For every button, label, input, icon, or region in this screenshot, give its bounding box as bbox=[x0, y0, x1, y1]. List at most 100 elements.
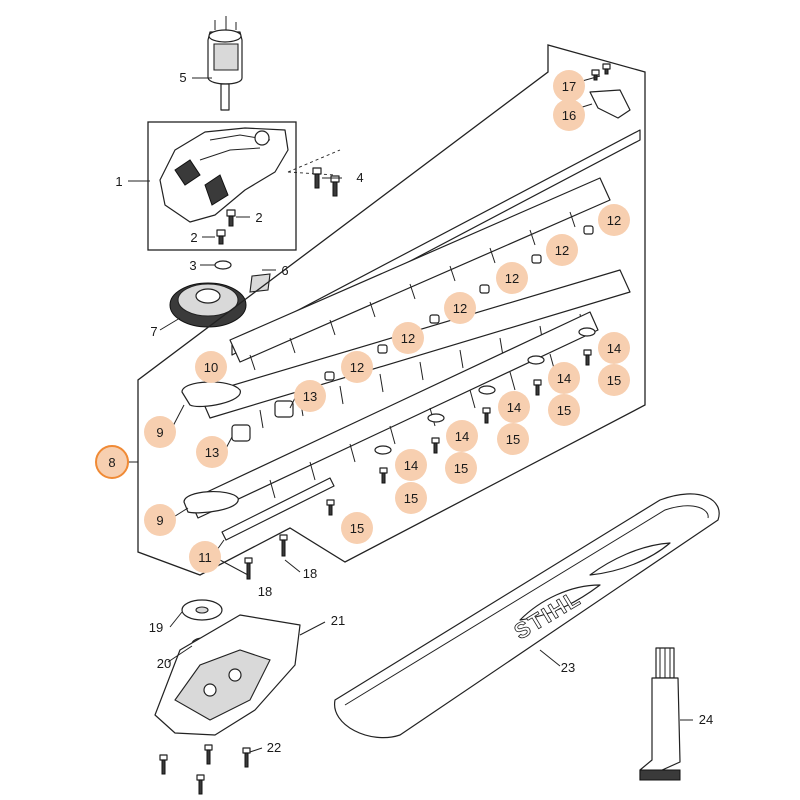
callout-16[interactable]: 16 bbox=[553, 99, 585, 131]
svg-text:23: 23 bbox=[561, 660, 575, 675]
callout-15a[interactable]: 15 bbox=[598, 364, 630, 396]
svg-text:19: 19 bbox=[149, 620, 163, 635]
callout-7[interactable]: 7 bbox=[150, 324, 157, 339]
svg-text:14: 14 bbox=[455, 429, 469, 444]
screws-15 bbox=[326, 349, 592, 516]
screw-2b bbox=[216, 229, 226, 245]
bar-11 bbox=[221, 477, 335, 541]
screw-4b bbox=[330, 175, 340, 197]
callout-5[interactable]: 5 bbox=[179, 70, 186, 85]
cover-16 bbox=[589, 89, 631, 119]
svg-text:20: 20 bbox=[157, 656, 171, 671]
callout-18a[interactable]: 18 bbox=[258, 584, 272, 599]
callout-13b[interactable]: 13 bbox=[196, 436, 228, 468]
svg-text:24: 24 bbox=[699, 712, 713, 727]
circlip-3 bbox=[214, 260, 232, 270]
callout-20[interactable]: 20 bbox=[157, 656, 171, 671]
callout-12e[interactable]: 12 bbox=[392, 322, 424, 354]
callout-8[interactable]: 8 bbox=[95, 445, 129, 479]
svg-text:12: 12 bbox=[607, 213, 621, 228]
blade-set-frame bbox=[137, 44, 646, 576]
callout-12b[interactable]: 12 bbox=[546, 234, 578, 266]
callout-15f[interactable]: 15 bbox=[341, 512, 373, 544]
washers-14 bbox=[374, 327, 596, 455]
svg-text:14: 14 bbox=[404, 458, 418, 473]
svg-text:18: 18 bbox=[258, 584, 272, 599]
svg-text:2: 2 bbox=[255, 210, 262, 225]
callout-18b[interactable]: 18 bbox=[303, 566, 317, 581]
svg-text:15: 15 bbox=[350, 521, 364, 536]
callout-14c[interactable]: 14 bbox=[498, 391, 530, 423]
callout-13a[interactable]: 13 bbox=[294, 380, 326, 412]
svg-text:13: 13 bbox=[205, 445, 219, 460]
screw-2a bbox=[226, 209, 236, 227]
callout-4[interactable]: 4 bbox=[356, 170, 363, 185]
callout-15e[interactable]: 15 bbox=[395, 482, 427, 514]
callout-19[interactable]: 19 bbox=[149, 620, 163, 635]
spacers-12 bbox=[324, 225, 594, 381]
callout-15b[interactable]: 15 bbox=[548, 394, 580, 426]
callout-12a[interactable]: 12 bbox=[598, 204, 630, 236]
callout-15d[interactable]: 15 bbox=[445, 452, 477, 484]
svg-text:8: 8 bbox=[108, 455, 115, 470]
callout-9a[interactable]: 9 bbox=[144, 416, 176, 448]
callout-17[interactable]: 17 bbox=[553, 70, 585, 102]
lower-blade bbox=[183, 311, 599, 519]
svg-text:15: 15 bbox=[557, 403, 571, 418]
svg-text:2: 2 bbox=[190, 230, 197, 245]
callout-9b[interactable]: 9 bbox=[144, 504, 176, 536]
svg-text:12: 12 bbox=[401, 331, 415, 346]
svg-text:16: 16 bbox=[562, 108, 576, 123]
callout-23[interactable]: 23 bbox=[561, 660, 575, 675]
screw-4a bbox=[312, 167, 322, 189]
svg-text:12: 12 bbox=[505, 271, 519, 286]
callout-11[interactable]: 11 bbox=[189, 541, 221, 573]
svg-text:1: 1 bbox=[115, 174, 122, 189]
svg-text:15: 15 bbox=[454, 461, 468, 476]
svg-text:17: 17 bbox=[562, 79, 576, 94]
svg-text:9: 9 bbox=[156, 425, 163, 440]
callout-1[interactable]: 1 bbox=[115, 174, 122, 189]
callout-15c[interactable]: 15 bbox=[497, 423, 529, 455]
gear-housing bbox=[159, 127, 289, 223]
motor bbox=[207, 16, 243, 111]
callout-24[interactable]: 24 bbox=[699, 712, 713, 727]
gear-7 bbox=[169, 282, 247, 328]
housing-frame bbox=[147, 121, 297, 251]
callout-2b[interactable]: 2 bbox=[190, 230, 197, 245]
callout-6[interactable]: 6 bbox=[281, 263, 288, 278]
svg-text:14: 14 bbox=[607, 341, 621, 356]
upper-blade bbox=[229, 177, 611, 371]
svg-text:18: 18 bbox=[303, 566, 317, 581]
svg-text:9: 9 bbox=[156, 513, 163, 528]
callout-3[interactable]: 3 bbox=[189, 258, 196, 273]
screws-18 bbox=[244, 534, 288, 580]
svg-text:15: 15 bbox=[607, 373, 621, 388]
svg-text:3: 3 bbox=[189, 258, 196, 273]
sleeves-13 bbox=[231, 400, 294, 442]
svg-text:10: 10 bbox=[204, 360, 218, 375]
svg-text:15: 15 bbox=[506, 432, 520, 447]
svg-text:22: 22 bbox=[267, 740, 281, 755]
callout-22[interactable]: 22 bbox=[267, 740, 281, 755]
callout-14e[interactable]: 14 bbox=[395, 449, 427, 481]
callout-12c[interactable]: 12 bbox=[496, 262, 528, 294]
svg-text:15: 15 bbox=[404, 491, 418, 506]
svg-text:11: 11 bbox=[198, 550, 212, 565]
callout-14a[interactable]: 14 bbox=[598, 332, 630, 364]
callout-14b[interactable]: 14 bbox=[548, 362, 580, 394]
svg-text:14: 14 bbox=[557, 371, 571, 386]
callout-10[interactable]: 10 bbox=[195, 351, 227, 383]
callout-21[interactable]: 21 bbox=[331, 613, 345, 628]
svg-text:14: 14 bbox=[507, 400, 521, 415]
callout-12d[interactable]: 12 bbox=[444, 292, 476, 324]
svg-text:13: 13 bbox=[303, 389, 317, 404]
callout-14d[interactable]: 14 bbox=[446, 420, 478, 452]
svg-text:21: 21 bbox=[331, 613, 345, 628]
callout-12f[interactable]: 12 bbox=[341, 351, 373, 383]
washer-6 bbox=[249, 273, 271, 293]
callout-2a[interactable]: 2 bbox=[255, 210, 262, 225]
grease-tube-24 bbox=[639, 647, 681, 781]
svg-text:12: 12 bbox=[555, 243, 569, 258]
